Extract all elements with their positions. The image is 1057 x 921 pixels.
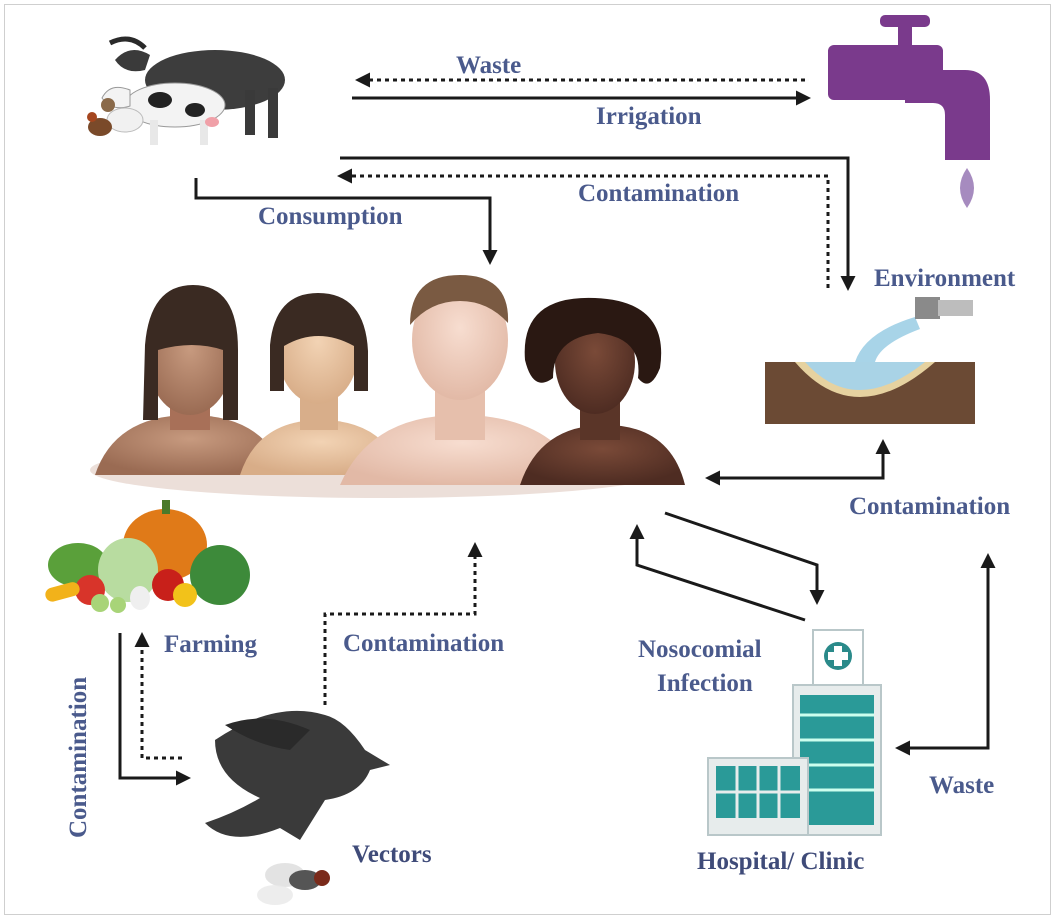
arrow-humans-hospital	[665, 513, 817, 602]
label-irrigation: Irrigation	[596, 104, 702, 129]
label-waste-bottom: Waste	[929, 773, 994, 798]
humans-icon	[90, 275, 685, 498]
label-contamination-middle: Contamination	[343, 631, 504, 656]
label-waste-top: Waste	[456, 53, 521, 78]
arrow-hospital-environment	[898, 556, 988, 748]
label-vectors: Vectors	[352, 842, 432, 867]
crow-icon	[205, 711, 390, 840]
arrow-hospital-humans	[637, 527, 805, 620]
vegetables-icon	[44, 500, 250, 613]
arrow-vectors-humans	[325, 545, 475, 705]
label-contamination-vertical: Contamination	[66, 677, 91, 838]
fly-icon	[257, 863, 330, 905]
label-nosocomial-line2: Infection	[657, 671, 753, 696]
label-hospital: Hospital/ Clinic	[697, 849, 864, 874]
livestock-icon	[87, 39, 285, 145]
label-farming: Farming	[164, 632, 257, 657]
label-environment: Environment	[874, 266, 1015, 291]
label-contamination-top: Contamination	[578, 181, 739, 206]
label-contamination-right: Contamination	[849, 494, 1010, 519]
label-consumption: Consumption	[258, 204, 403, 229]
environment-pond-icon	[765, 297, 975, 424]
arrow-humans-environment	[708, 442, 883, 478]
label-nosocomial-line1: Nosocomial	[638, 637, 762, 662]
water-tap-icon	[828, 15, 990, 208]
